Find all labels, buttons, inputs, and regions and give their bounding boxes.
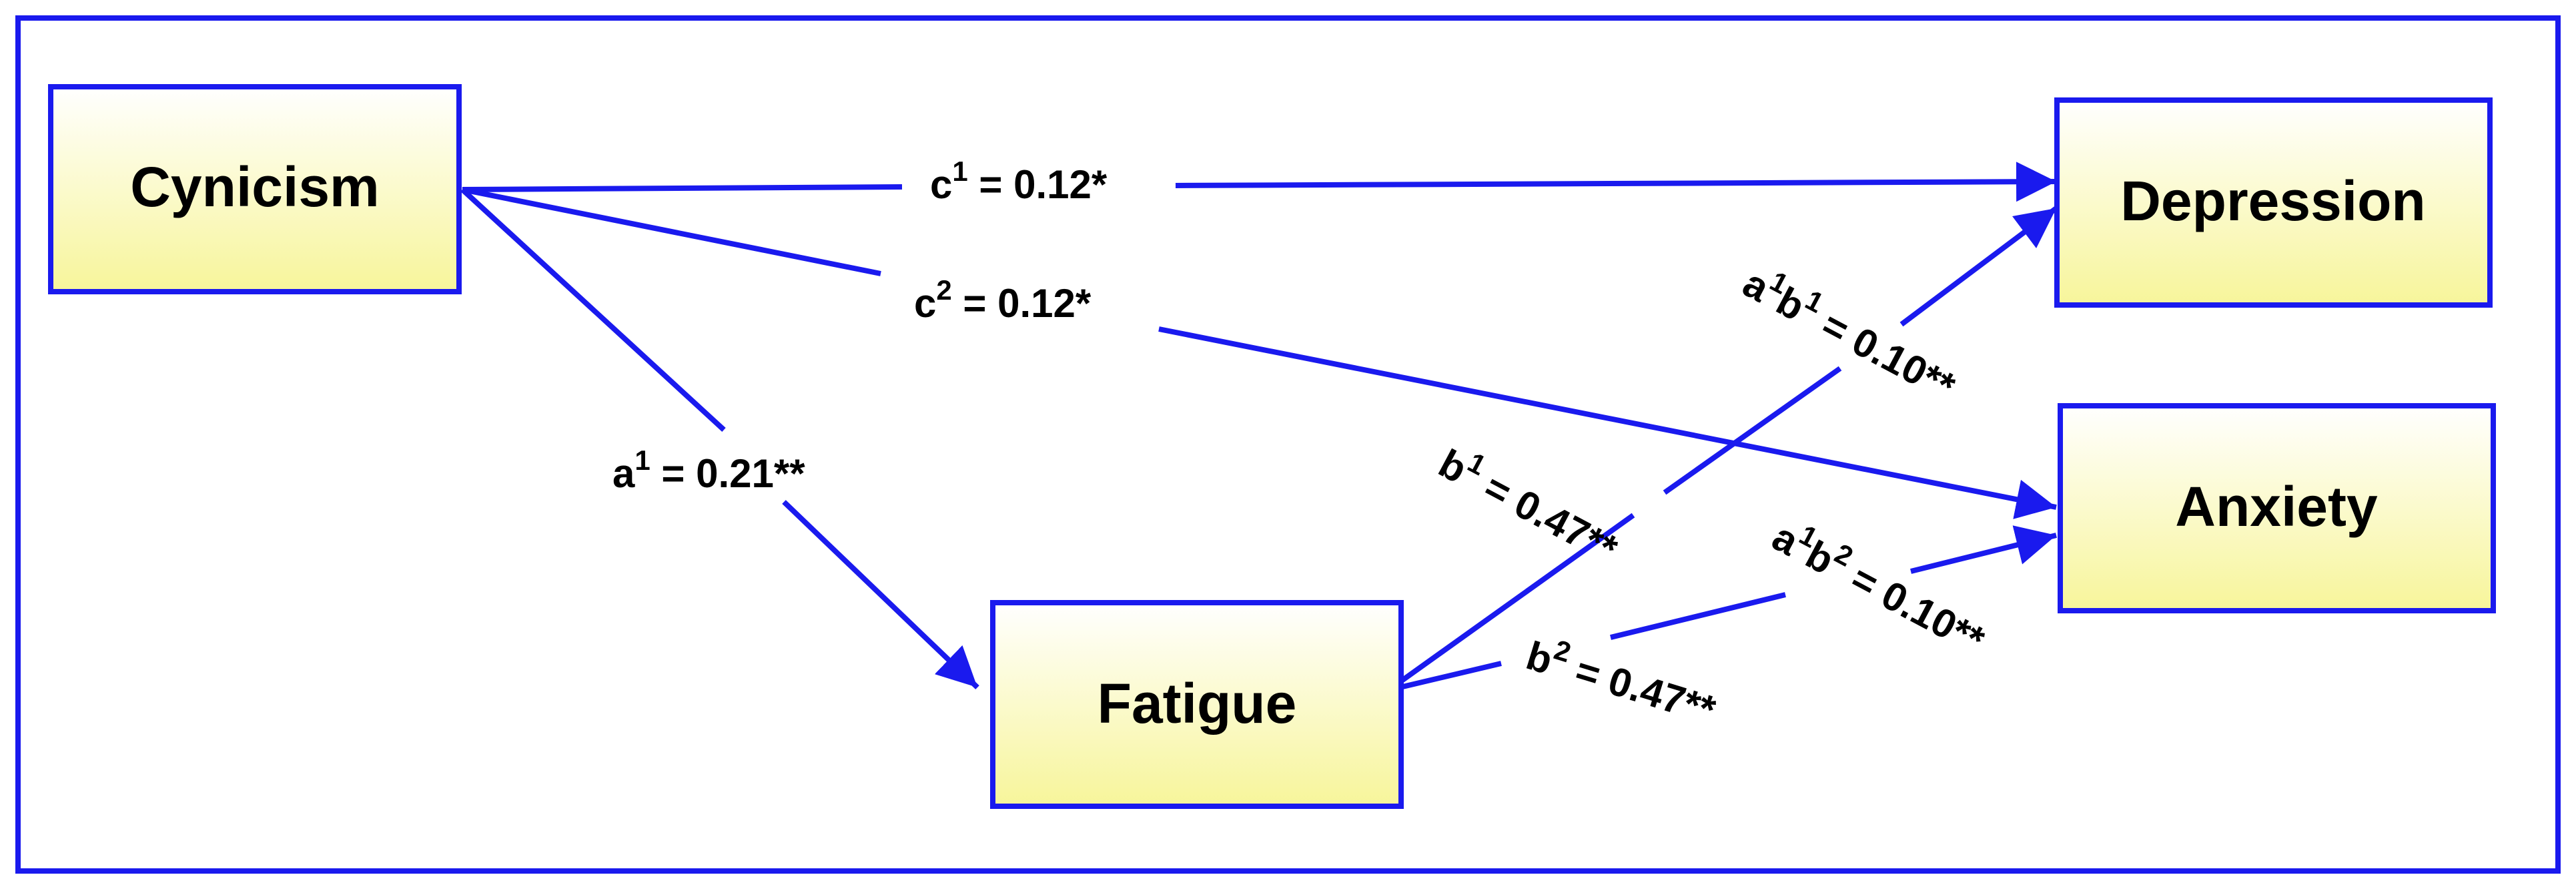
node-cynicism-label: Cynicism [130,156,380,218]
outer-frame [15,15,2561,874]
path-b2-middle-line [1610,592,1786,640]
path-b1-upper-arrow [1899,206,2058,327]
path-c2-left-line [462,187,881,276]
path-label-a1: a1 = 0.21** [612,444,805,496]
node-depression: Depression [2054,97,2493,308]
path-b1-lower-line [1398,513,1635,685]
node-cynicism: Cynicism [48,84,462,294]
path-c1-right-arrow [1175,162,2057,202]
path-label-c1: c1 = 0.12* [930,156,1108,207]
path-c2-right-arrow [1158,326,2057,519]
path-label-b1: b1 = 0.47** [1432,434,1628,571]
path-b2-right-arrow [1910,525,2057,574]
path-a1-upper-line [460,188,726,432]
node-fatigue-label: Fatigue [1098,672,1297,735]
node-fatigue: Fatigue [990,600,1404,809]
node-anxiety: Anxiety [2058,403,2496,613]
node-depression-label: Depression [2120,170,2426,232]
path-label-b2: b2 = 0.47** [1521,627,1723,733]
path-b2-left-line [1399,661,1502,690]
node-anxiety-label: Anxiety [2175,475,2378,538]
path-a1-lower-arrow [782,500,979,689]
path-b1-middle-line [1663,366,1842,495]
path-label-a1b2: a1b2 = 0.10** [1765,508,1996,663]
path-c1-left-line [462,184,903,192]
path-label-c2: c2 = 0.12* [914,274,1092,326]
path-label-a1b1: a1b1 = 0.10** [1736,254,1966,409]
